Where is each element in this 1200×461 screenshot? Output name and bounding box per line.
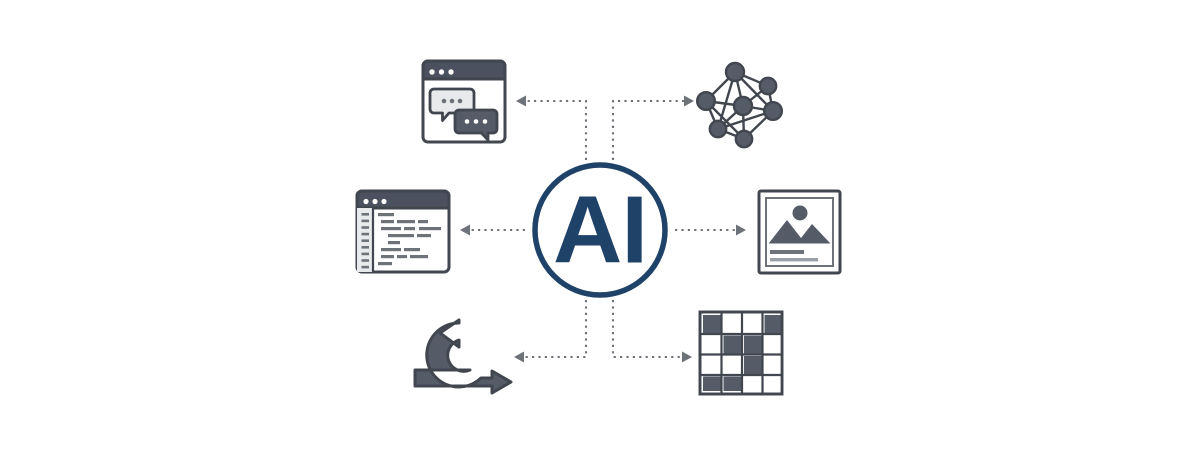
chat-bubble-light-dot-1-icon: [441, 98, 447, 104]
matrix-cell-r2c4: [764, 335, 781, 354]
arrowhead-to-code-icon: [460, 224, 470, 236]
matrix-cell-r2c3: [744, 335, 763, 354]
titlebar-dot-3-icon: [448, 69, 454, 75]
matrix-cell-r1c3: [744, 315, 763, 334]
photo-caption-line-1: [770, 250, 804, 254]
network-nodes: [696, 61, 784, 149]
image-photo-icon: [757, 189, 842, 275]
agile-iteration-arrow-icon: [413, 318, 513, 395]
arrowhead-to-iteration-icon: [514, 351, 524, 363]
photo-mountains-icon: [769, 220, 830, 243]
matrix-cell-r3c4: [764, 356, 781, 375]
code-titlebar-dot-2-icon: [372, 198, 378, 205]
chat-conversation-icon: [421, 59, 507, 144]
matrix-cell-r4c3: [744, 376, 763, 391]
matrix-outer-frame-top: [698, 310, 784, 396]
titlebar-dot-1-icon: [429, 69, 435, 75]
network-node-4-icon: [732, 95, 754, 117]
connector-center-to-matrix: [611, 300, 684, 359]
arrowhead-to-matrix-icon: [682, 351, 692, 363]
network-node-6-icon: [708, 119, 728, 139]
photo-sun-icon: [792, 205, 808, 221]
chat-bubble-dark-dot-1-icon: [464, 119, 470, 124]
titlebar-dot-2-icon: [438, 69, 445, 75]
arrowhead-to-image-icon: [736, 224, 746, 236]
connector-center-to-chat: [524, 99, 588, 160]
chat-bubble-light-dot-3-icon: [457, 98, 463, 104]
ai-label: AI: [553, 177, 647, 284]
ai-circle-outline: [532, 162, 668, 298]
code-lines: [378, 213, 441, 266]
network-node-1-icon: [724, 61, 746, 83]
photo-mountain-base: [769, 243, 830, 244]
matrix-cell-r1c4: [764, 315, 781, 334]
chat-bubble-dark-dot-2-icon: [473, 119, 479, 124]
matrix-cell-r4c4: [764, 376, 781, 391]
matrix-cell-r1c1: [703, 315, 722, 334]
connector-center-to-network: [611, 99, 686, 160]
connector-arrowheads: [460, 95, 746, 363]
matrix-cell-r3c1: [703, 356, 722, 375]
code-gutter-marks: [361, 213, 369, 269]
chat-bubble-light-dot-2-icon: [449, 98, 455, 104]
matrix-cell-r3c2: [723, 356, 742, 375]
network-node-7-icon: [734, 129, 754, 149]
matrix-cell-r1c2: [723, 315, 742, 334]
matrix-cell-r2c2: [723, 335, 742, 354]
connector-group: [468, 99, 738, 359]
code-window-titlebar: [355, 189, 451, 210]
matrix-cell-r4c2: [723, 376, 742, 391]
matrix-cell-r4c1: [703, 376, 722, 391]
chat-bubble-dark: [453, 108, 499, 142]
iteration-loop-shape: [413, 318, 513, 395]
chat-bubble-dark-dot-3-icon: [482, 119, 488, 124]
matrix-gridlines: [701, 313, 781, 393]
network-node-5-icon: [763, 100, 784, 121]
network-node-3-icon: [696, 90, 717, 111]
arrowhead-to-network-icon: [684, 95, 694, 107]
network-node-2-icon: [758, 76, 778, 96]
data-matrix-grid-icon: [698, 310, 784, 396]
code-titlebar-dot-3-icon: [381, 198, 387, 205]
photo-caption-line-2: [770, 258, 818, 262]
matrix-cell-r3c3: [744, 356, 763, 375]
code-titlebar-dot-1-icon: [363, 198, 369, 205]
code-editor-icon: [355, 189, 451, 274]
connector-center-to-iteration: [522, 300, 588, 359]
chat-window-titlebar: [421, 59, 507, 81]
arrowhead-to-chat-icon: [516, 95, 526, 107]
center-ai-node: AI: [532, 162, 668, 298]
matrix-cell-r2c1: [703, 335, 722, 354]
neural-network-icon: [696, 61, 784, 149]
